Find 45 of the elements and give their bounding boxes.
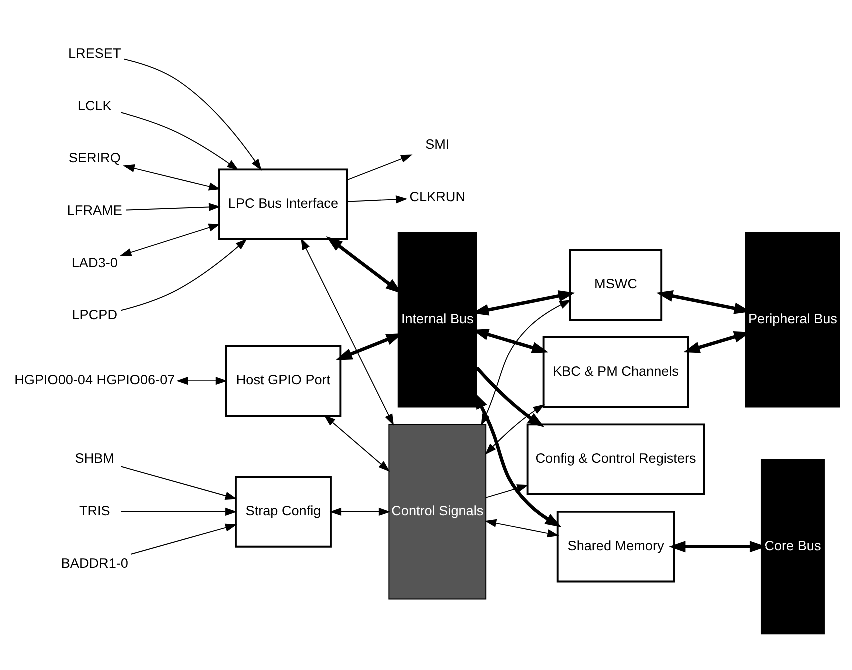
arrow <box>474 392 562 527</box>
arrow <box>120 112 239 170</box>
node-box: KBC & PM Channels <box>542 336 690 408</box>
node-box: Internal Bus <box>398 232 478 408</box>
arrow <box>120 507 238 516</box>
arrow <box>301 238 394 426</box>
node-text: SERIRQ <box>68 150 121 166</box>
arrow <box>330 507 391 516</box>
arrow <box>347 154 413 180</box>
arrow <box>486 484 529 498</box>
arrow <box>324 414 390 472</box>
node-text: SMI <box>426 136 450 152</box>
node-box: Control Signals <box>388 424 487 600</box>
arrow <box>485 404 545 455</box>
node-box: Peripheral Bus <box>745 232 840 408</box>
node-text: TRIS <box>79 503 110 518</box>
arrow <box>120 466 238 500</box>
node-text: LRESET <box>68 45 122 60</box>
arrow <box>120 223 221 256</box>
node-text: HGPIO00-04 HGPIO06-07 <box>14 372 176 388</box>
node-text: LCLK <box>78 98 112 113</box>
arrow <box>130 523 238 554</box>
arrow <box>123 164 221 190</box>
node-box: Config & Control Registers <box>526 423 706 495</box>
node-box: LPC Bus Interface <box>218 168 348 240</box>
node-text: LFRAME <box>67 202 122 218</box>
arrow <box>669 540 766 552</box>
node-box: Shared Memory <box>556 510 676 582</box>
node-box: Core Bus <box>760 458 825 634</box>
arrow <box>120 238 248 311</box>
node-text: CLKRUN <box>410 188 466 204</box>
node-box: Host GPIO Port <box>225 344 342 416</box>
node-text: LPCPD <box>72 307 118 322</box>
arrow <box>347 195 408 204</box>
arrow <box>176 376 228 385</box>
node-box: Strap Config <box>235 476 332 548</box>
node-text: SHBM <box>75 450 114 466</box>
node-text: BADDR1-0 <box>61 555 128 570</box>
node-text: LAD3-0 <box>72 254 118 270</box>
arrow <box>476 366 544 427</box>
arrow <box>124 58 262 170</box>
arrow <box>126 202 221 211</box>
arrow <box>484 518 560 538</box>
arrow <box>481 300 572 426</box>
node-box: MSWC <box>570 248 663 320</box>
